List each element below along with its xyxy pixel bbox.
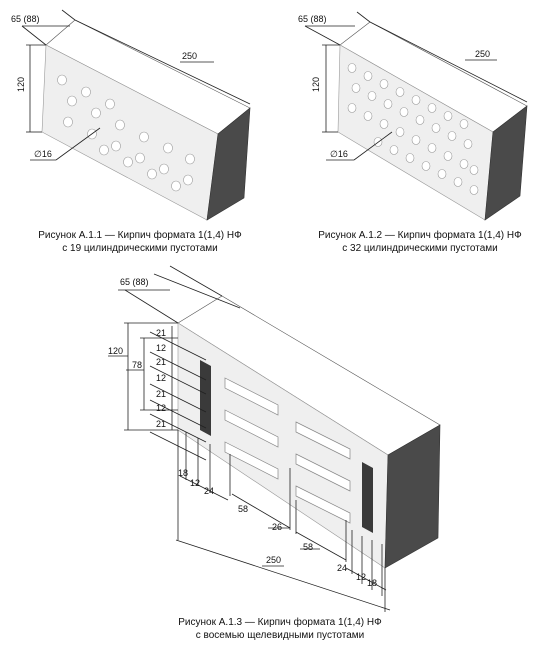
fig3-caption: Рисунок А.1.3 — Кирпич формата 1(1,4) НФ…: [150, 616, 410, 642]
fig1-dim-length: 250: [182, 51, 197, 61]
fig2-caption: Рисунок А.1.2 — Кирпич формата 1(1,4) НФ…: [300, 229, 540, 255]
fig1-caption-line2: с 19 цилиндрическими пустотами: [62, 243, 218, 254]
fig3-dim-24-left: 24: [204, 486, 214, 496]
fig3-dim-12-right: 12: [356, 572, 366, 582]
fig3-caption-line2: с восемью щелевидными пустотами: [195, 630, 365, 641]
brick-32-holes: [304, 11, 528, 221]
fig3-dim-18-right: 18: [367, 578, 377, 588]
fig1-dim-diameter: ∅16: [34, 149, 52, 159]
brick-19-holes: [21, 9, 251, 221]
fig3-dim-18-left: 18: [178, 468, 188, 478]
fig2-dim-height: 120: [311, 77, 321, 92]
fig3-dim-12-left: 12: [190, 478, 200, 488]
vdim-3: 21: [156, 357, 166, 367]
fig2-caption-line2: с 32 цилиндрическими пустотами: [342, 243, 498, 254]
fig1-caption: Рисунок А.1.1 — Кирпич формата 1(1,4) НФ…: [20, 229, 260, 255]
fig1-dim-height: 120: [16, 77, 26, 92]
cylindrical-holes: [57, 74, 195, 192]
vdim-7: 21: [156, 419, 166, 429]
fig3-dim-inner: 78: [132, 360, 142, 370]
fig2-dim-width: 65 (88): [298, 14, 327, 24]
fig1-caption-line1: Рисунок А.1.1 — Кирпич формата 1(1,4) НФ: [38, 230, 242, 241]
slot-voids: [224, 377, 351, 524]
vdim-2: 12: [156, 343, 166, 353]
vdim-1: 21: [156, 328, 166, 338]
fig2-dim-length: 250: [475, 49, 490, 59]
brick-8-slots: [108, 265, 441, 612]
fig3-dim-length: 250: [266, 555, 281, 565]
fig3-dim-24-right: 24: [337, 563, 347, 573]
fig3-dim-58-a: 58: [238, 504, 248, 514]
fig1-dim-width: 65 (88): [11, 14, 40, 24]
fig3-dim-58-b: 58: [303, 542, 313, 552]
fig3-dim-26: 26: [272, 522, 282, 532]
fig3-caption-line1: Рисунок А.1.3 — Кирпич формата 1(1,4) НФ: [178, 617, 382, 628]
fig2-dim-diameter: ∅16: [330, 149, 348, 159]
vdim-5: 21: [156, 389, 166, 399]
vdim-6: 12: [156, 403, 166, 413]
fig3-dim-width: 65 (88): [120, 277, 149, 287]
fig2-caption-line1: Рисунок А.1.2 — Кирпич формата 1(1,4) НФ: [318, 230, 522, 241]
cylindrical-holes: [347, 63, 479, 195]
vdim-4: 12: [156, 373, 166, 383]
fig3-vertical-dims: 21 12 21 12 21 12 21: [156, 328, 166, 429]
fig3-dim-height: 120: [108, 346, 123, 356]
